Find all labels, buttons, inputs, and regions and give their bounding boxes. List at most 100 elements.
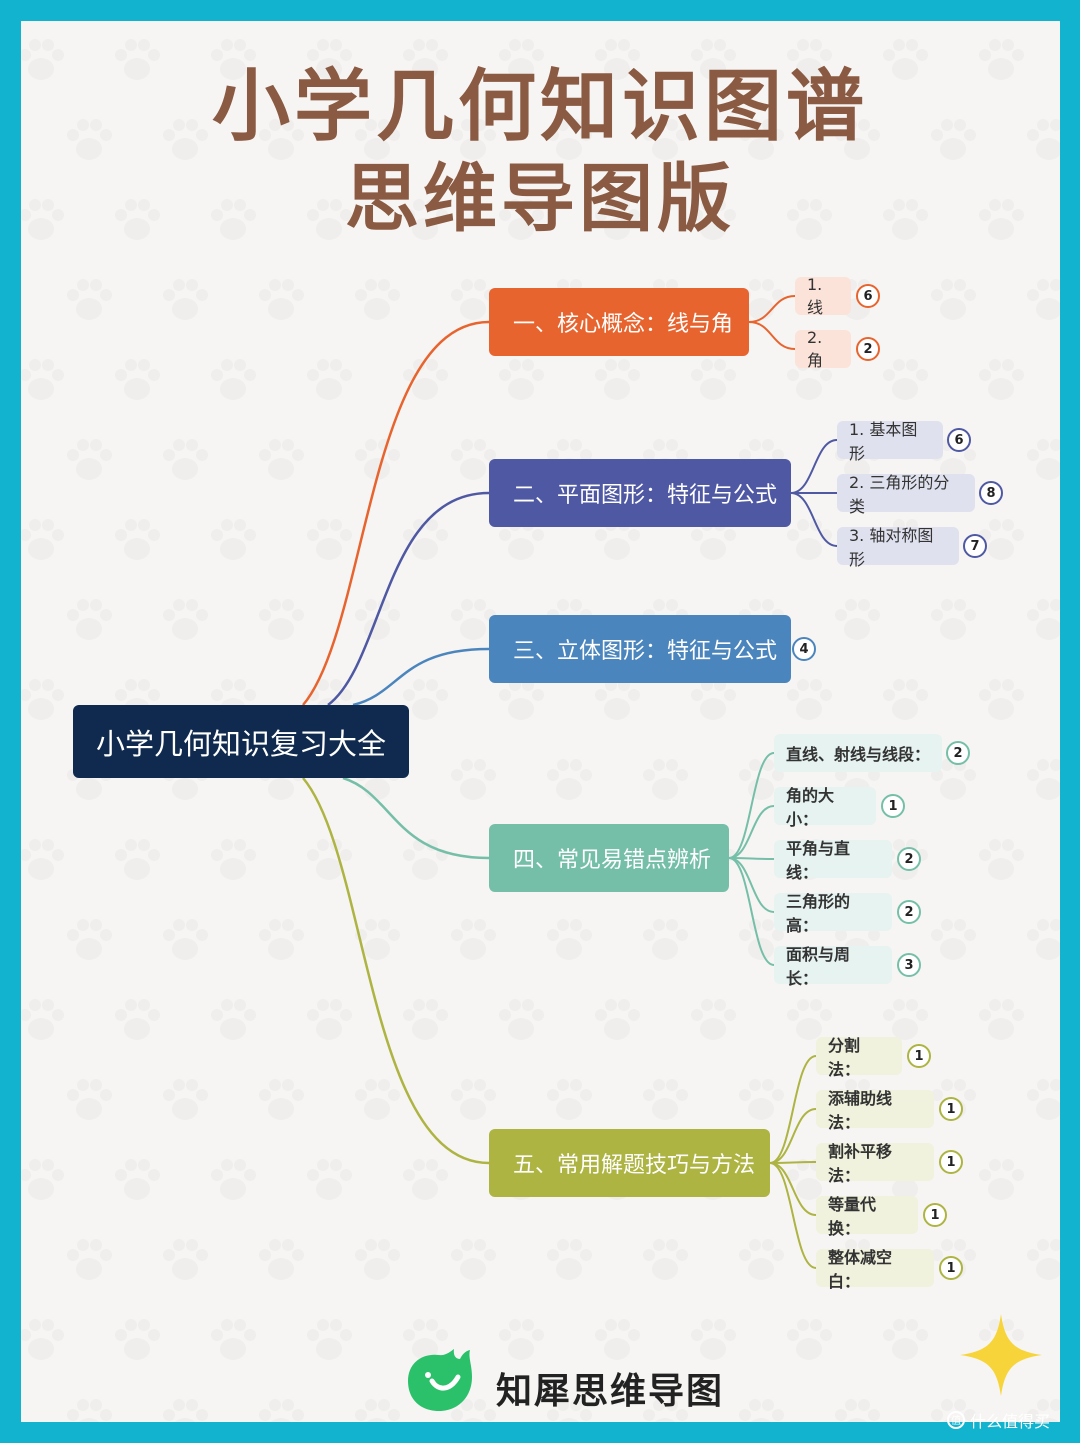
- leaf-node[interactable]: 分割法：: [816, 1036, 902, 1079]
- paw-print-icon: [115, 359, 160, 400]
- paw-print-icon: [979, 999, 1024, 1040]
- paw-print-icon: [883, 679, 928, 720]
- paw-print-icon: [643, 919, 688, 960]
- paw-print-icon: [1027, 119, 1060, 160]
- paw-print-icon: [451, 279, 496, 320]
- paw-print-icon: [21, 359, 64, 400]
- paw-print-icon: [259, 1079, 304, 1120]
- paw-print-icon: [211, 1319, 256, 1360]
- paw-print-icon: [67, 919, 112, 960]
- paw-print-icon: [211, 839, 256, 880]
- branch-node-common-mistakes[interactable]: 四、常见易错点辨析: [489, 824, 729, 892]
- paw-print-icon: [499, 359, 544, 400]
- paw-print-icon: [451, 439, 496, 480]
- branch-node-core-concepts[interactable]: 一、核心概念：线与角: [489, 288, 749, 356]
- paw-print-icon: [547, 759, 592, 800]
- leaf-node[interactable]: 1. 线: [795, 275, 851, 317]
- paw-print-icon: [643, 759, 688, 800]
- paw-print-icon: [931, 279, 976, 320]
- paw-print-icon: [451, 1399, 496, 1422]
- paw-print-icon: [787, 1319, 832, 1360]
- leaf-node[interactable]: 添辅助线法：: [816, 1089, 934, 1132]
- page-title: 小学几何知识图谱: [211, 62, 868, 152]
- leaf-node[interactable]: 平角与直线：: [774, 839, 892, 882]
- connector-line: [302, 777, 490, 1165]
- paw-print-icon: [355, 919, 400, 960]
- paw-print-icon: [259, 279, 304, 320]
- paw-print-icon: [787, 999, 832, 1040]
- paw-print-icon: [451, 1239, 496, 1280]
- paw-print-icon: [643, 119, 688, 160]
- count-badge: 1: [939, 1150, 963, 1174]
- paw-print-icon: [115, 519, 160, 560]
- branch-node-problem-solving[interactable]: 五、常用解题技巧与方法: [489, 1129, 770, 1197]
- count-badge: 1: [907, 1044, 931, 1068]
- paw-print-icon: [883, 1319, 928, 1360]
- connector-line: [728, 752, 775, 859]
- paw-print-icon: [787, 199, 832, 240]
- paw-print-icon: [21, 39, 64, 80]
- paw-print-icon: [691, 199, 736, 240]
- smzdm-logo-icon: 值: [947, 1411, 965, 1429]
- leaf-node[interactable]: 面积与周长：: [774, 945, 892, 988]
- paw-print-icon: [1027, 759, 1060, 800]
- paw-print-icon: [883, 39, 928, 80]
- leaf-node[interactable]: 等量代换：: [816, 1195, 918, 1238]
- leaf-node[interactable]: 2. 角: [795, 328, 851, 370]
- paw-print-icon: [211, 359, 256, 400]
- paw-print-icon: [643, 1399, 688, 1422]
- connector-line: [352, 647, 490, 707]
- branch-node-solid-shapes[interactable]: 三、立体图形：特征与公式: [489, 615, 791, 683]
- paw-print-icon: [931, 119, 976, 160]
- connector-line: [769, 1108, 817, 1164]
- count-badge: 2: [897, 900, 921, 924]
- paw-print-icon: [307, 519, 352, 560]
- paw-print-icon: [355, 1399, 400, 1422]
- paw-print-icon: [307, 199, 352, 240]
- paw-print-icon: [1027, 1399, 1060, 1422]
- paw-print-icon: [883, 199, 928, 240]
- paw-print-icon: [259, 119, 304, 160]
- paw-print-icon: [259, 599, 304, 640]
- leaf-node[interactable]: 角的大小：: [774, 786, 876, 829]
- connector-line: [728, 857, 775, 913]
- paw-print-icon: [259, 439, 304, 480]
- leaf-node[interactable]: 2. 三角形的分类: [837, 473, 975, 516]
- leaf-node[interactable]: 三角形的高：: [774, 892, 892, 935]
- connector-line: [769, 1161, 817, 1164]
- paw-print-icon: [547, 119, 592, 160]
- leaf-node[interactable]: 割补平移法：: [816, 1142, 934, 1185]
- connector-line: [769, 1162, 817, 1269]
- paw-print-icon: [163, 439, 208, 480]
- count-badge: 6: [947, 428, 971, 452]
- paw-print-icon: [115, 1159, 160, 1200]
- paw-print-icon: [115, 999, 160, 1040]
- paw-print-icon: [115, 39, 160, 80]
- leaf-node[interactable]: 整体减空白：: [816, 1248, 934, 1291]
- page-subtitle: 思维导图版: [345, 156, 735, 242]
- leaf-node[interactable]: 直线、射线与线段：: [774, 734, 942, 772]
- paw-print-icon: [595, 1319, 640, 1360]
- leaf-node[interactable]: 3. 轴对称图形: [837, 526, 959, 569]
- paw-print-icon: [499, 199, 544, 240]
- count-badge: 2: [946, 741, 970, 765]
- paw-print-icon: [307, 1319, 352, 1360]
- paw-print-icon: [163, 279, 208, 320]
- paw-print-icon: [691, 359, 736, 400]
- paw-print-icon: [259, 1399, 304, 1422]
- paw-print-icon: [403, 359, 448, 400]
- rhino-logo-icon: [408, 1349, 472, 1411]
- paw-print-icon: [307, 999, 352, 1040]
- connector-line: [790, 439, 838, 494]
- root-node[interactable]: 小学几何知识复习大全: [73, 705, 409, 778]
- paw-print-icon: [163, 1079, 208, 1120]
- paw-print-icon: [547, 919, 592, 960]
- paw-print-icon: [67, 1239, 112, 1280]
- paw-print-icon: [787, 39, 832, 80]
- paw-print-icon: [21, 839, 64, 880]
- paw-print-icon: [1027, 279, 1060, 320]
- leaf-node[interactable]: 1. 基本图形: [837, 420, 943, 463]
- branch-node-plane-shapes[interactable]: 二、平面图形：特征与公式: [489, 459, 791, 527]
- connector-line: [728, 857, 775, 966]
